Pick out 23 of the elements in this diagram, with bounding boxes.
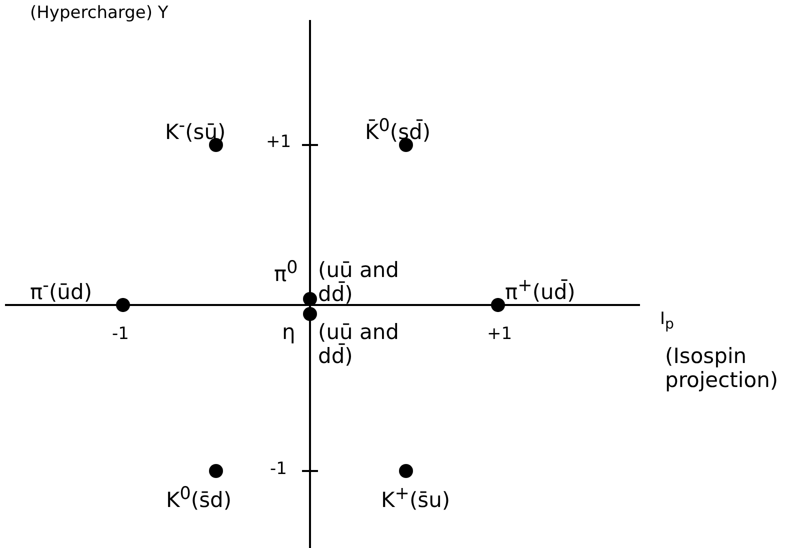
particle-label: K$^{+}$(s̄u) — [381, 484, 450, 512]
particle-label: η — [282, 320, 296, 344]
particle-label: K$^{0}$(s̄d) — [166, 484, 232, 512]
particle-label: (uū and dd̄) — [318, 258, 400, 306]
tick-label: -1 — [270, 460, 287, 480]
tick-label: -1 — [112, 325, 129, 345]
particle-dot — [399, 464, 413, 478]
particle-dot — [209, 464, 223, 478]
particle-label: K$^{-}$(sū) — [165, 116, 226, 144]
particle-label: K̄$^{0}$(sd̄) — [365, 116, 431, 144]
particle-label: π$^{+}$(ud̄) — [505, 276, 576, 304]
tick-label: +1 — [487, 325, 512, 345]
tick-label: +1 — [266, 133, 292, 153]
axis-title: (Isospin projection) — [665, 344, 780, 392]
particle-label: π$^{0}$ — [274, 258, 298, 286]
particle-dot — [303, 307, 317, 321]
axis-title: I$_{p}$ — [660, 310, 674, 333]
axis-title: (Hypercharge) Y — [30, 4, 168, 24]
particle-dot — [116, 298, 130, 312]
particle-dot — [491, 298, 505, 312]
particle-dot — [303, 292, 317, 306]
particle-label: π$^{-}$(ūd) — [30, 276, 92, 304]
particle-label: (uū and dd̄) — [318, 320, 400, 368]
